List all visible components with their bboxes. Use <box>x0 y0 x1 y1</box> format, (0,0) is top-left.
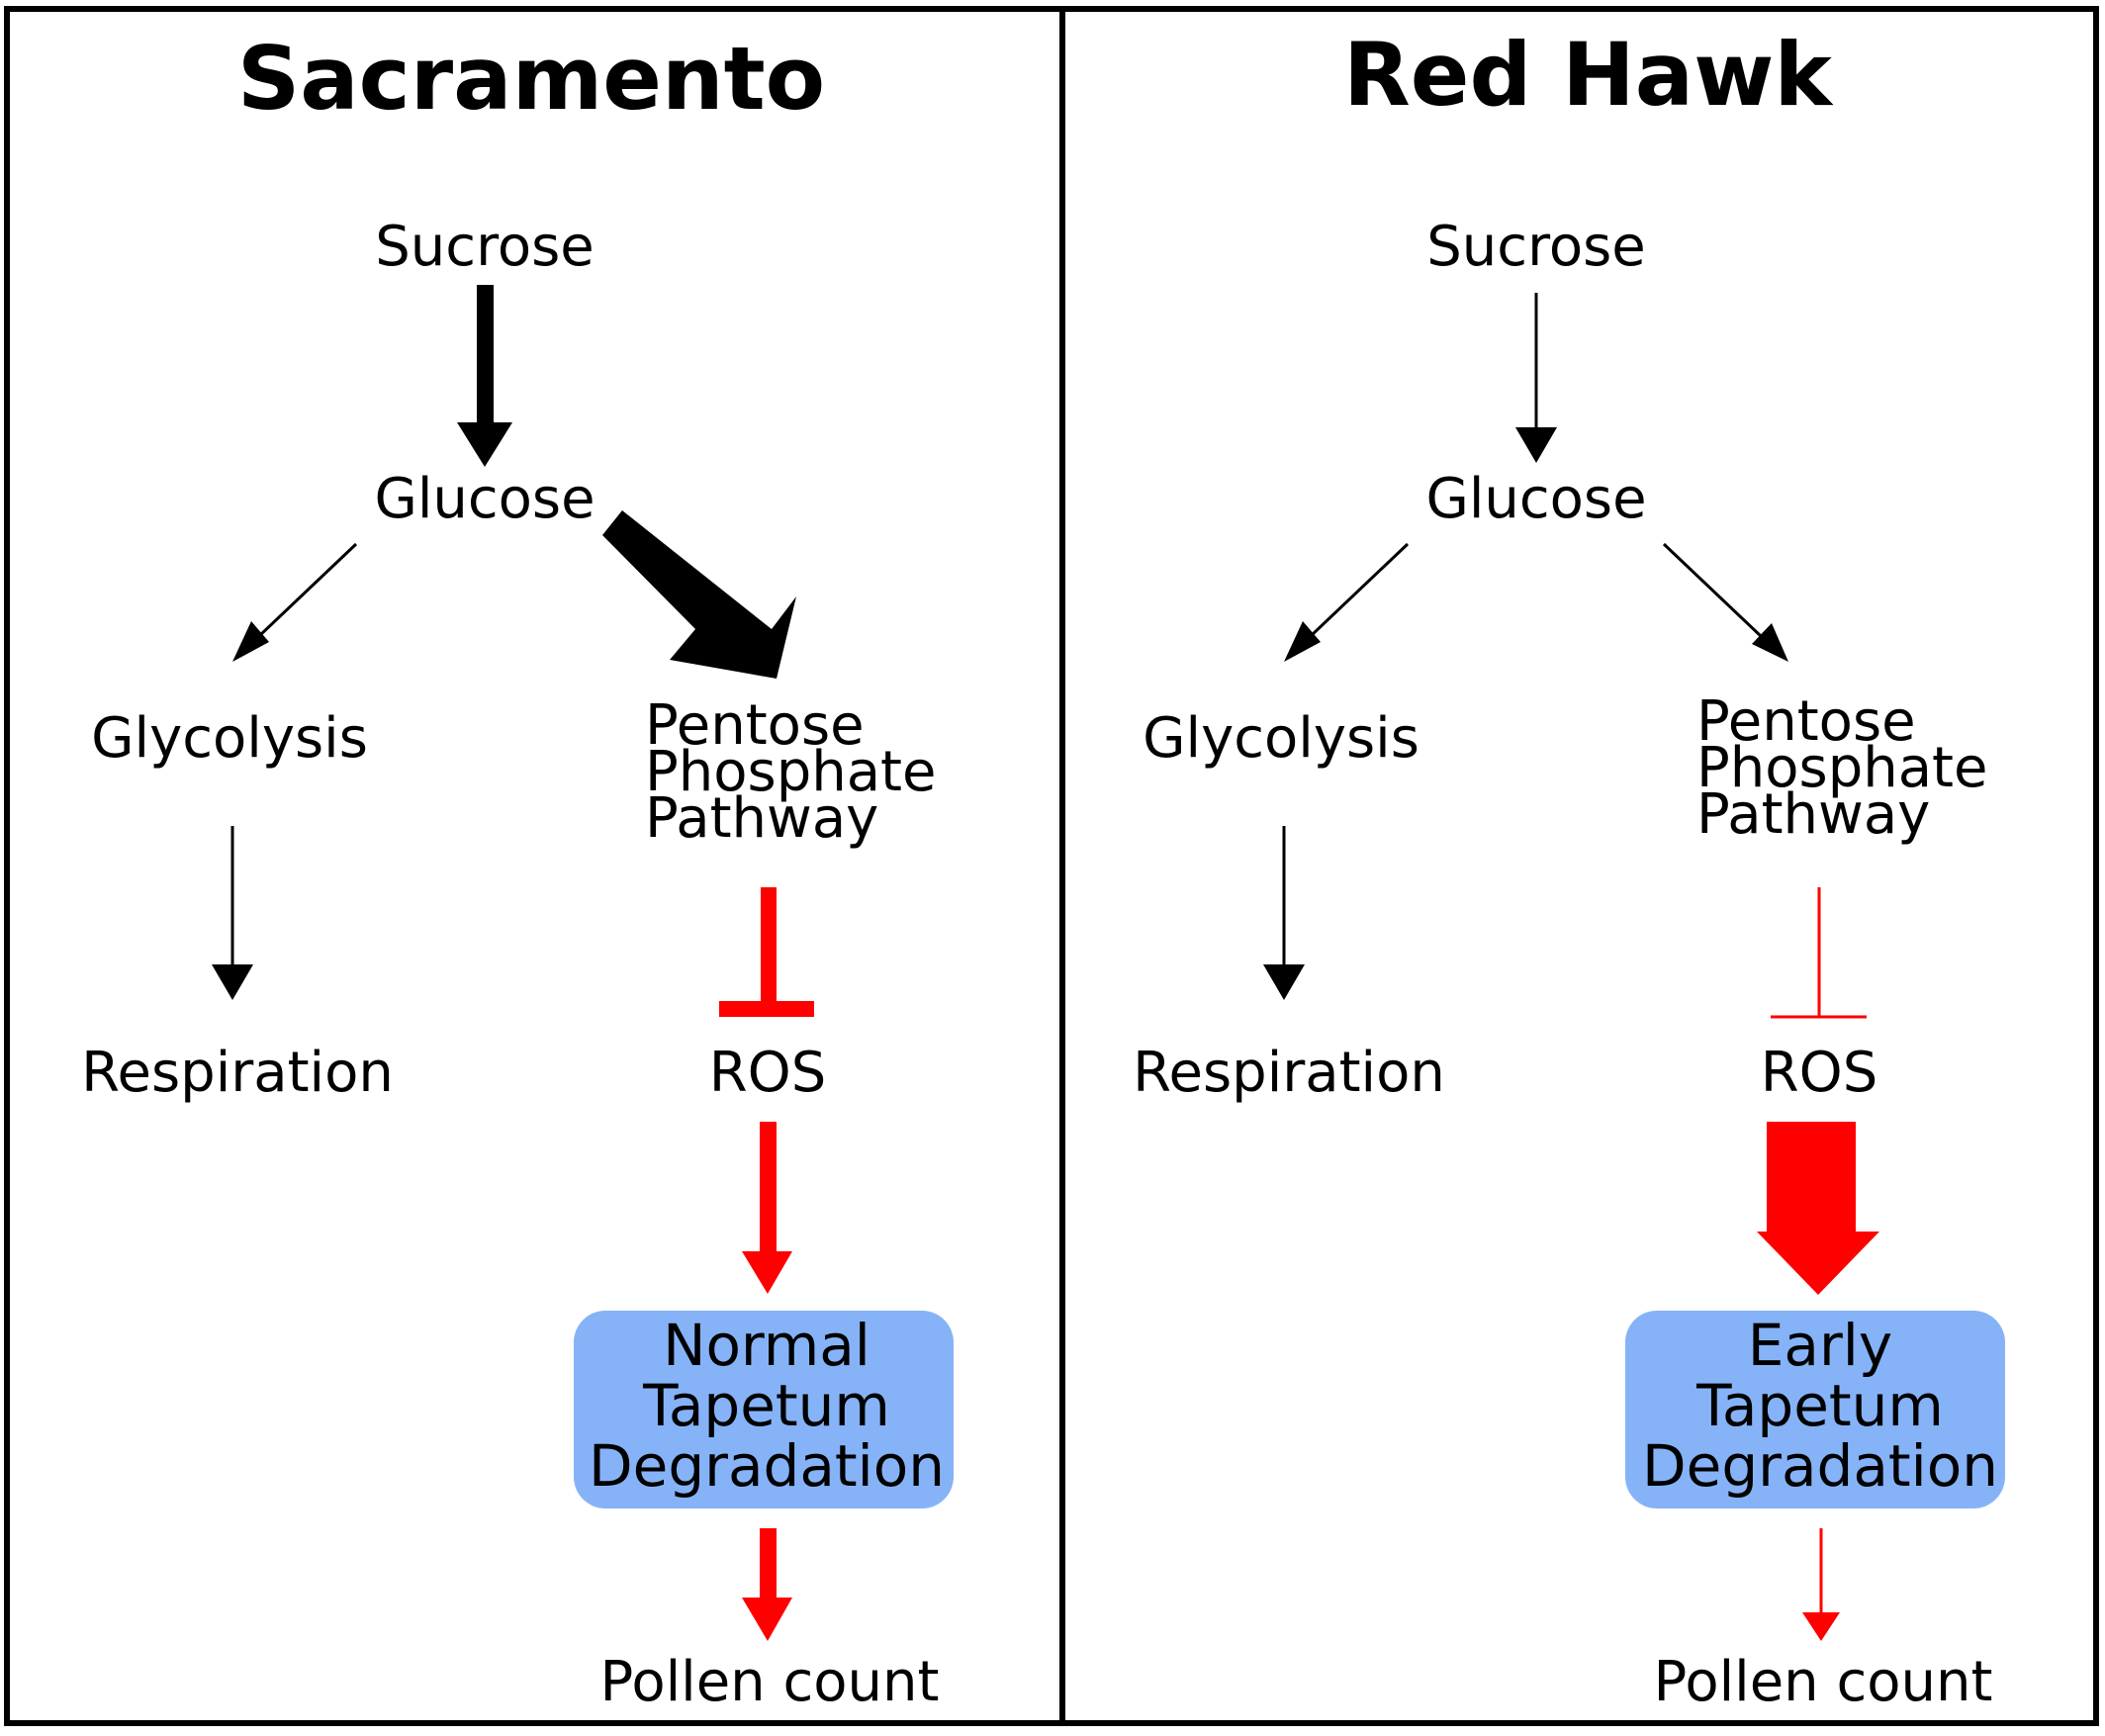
panel-red-hawk: Red Hawk Sucrose Glucose Glycolysis Resp… <box>1133 24 2005 1714</box>
box-line3: Degradation <box>1642 1432 1998 1500</box>
arrow-glucose-to-glycolysis <box>1284 542 1410 662</box>
node-glucose: Glucose <box>1425 467 1646 531</box>
box-line2: Tapetum <box>642 1372 890 1439</box>
box-line1: Normal <box>663 1312 870 1379</box>
node-sucrose: Sucrose <box>375 215 595 279</box>
arrow-glucose-to-ppp <box>602 510 796 679</box>
node-ppp-line1: Pentose <box>645 693 865 758</box>
arrow-degradation-to-pollen <box>742 1528 792 1641</box>
degradation-box <box>574 1311 954 1508</box>
arrow-glycolysis-to-respiration <box>1263 826 1305 1000</box>
node-ppp-line2: Phosphate <box>1696 736 1987 800</box>
arrow-degradation-to-pollen <box>1802 1528 1840 1641</box>
inhibit-ppp-ros <box>719 887 814 1017</box>
inhibit-ppp-ros <box>1771 887 1867 1019</box>
arrow-sucrose-to-glucose <box>1515 293 1557 463</box>
arrow-sucrose-to-glucose <box>457 285 512 467</box>
degradation-box <box>1625 1311 2005 1508</box>
node-pollen-count: Pollen count <box>1654 1650 1993 1714</box>
node-ppp-line2: Phosphate <box>645 740 936 804</box>
panel-title: Red Hawk <box>1343 24 1834 126</box>
node-respiration: Respiration <box>1133 1041 1445 1105</box>
arrow-glucose-to-glycolysis <box>232 542 358 662</box>
node-ros: ROS <box>709 1041 827 1105</box>
node-glucose: Glucose <box>374 467 595 531</box>
arrow-glucose-to-ppp <box>1662 542 1788 662</box>
arrow-glycolysis-to-respiration <box>212 826 253 1000</box>
outer-frame <box>4 6 2099 1726</box>
box-line2: Tapetum <box>1695 1372 1944 1439</box>
arrow-ros-to-degradation <box>742 1122 792 1294</box>
panel-sacramento: Sacramento Sucrose Glucose Glycolysis Re… <box>81 28 954 1714</box>
node-glycolysis: Glycolysis <box>91 706 368 771</box>
node-pollen-count: Pollen count <box>600 1650 940 1714</box>
box-line1: Early <box>1748 1312 1892 1379</box>
arrow-ros-to-degradation <box>1757 1122 1879 1295</box>
box-line3: Degradation <box>589 1432 945 1500</box>
node-sucrose: Sucrose <box>1426 215 1646 279</box>
node-ppp-line3: Pathway <box>1696 782 1930 847</box>
node-ppp-line1: Pentose <box>1696 689 1916 754</box>
node-ros: ROS <box>1761 1041 1878 1105</box>
node-glycolysis: Glycolysis <box>1143 706 1419 771</box>
node-ppp-line3: Pathway <box>645 786 878 851</box>
panel-title: Sacramento <box>237 28 825 130</box>
node-respiration: Respiration <box>81 1041 394 1105</box>
